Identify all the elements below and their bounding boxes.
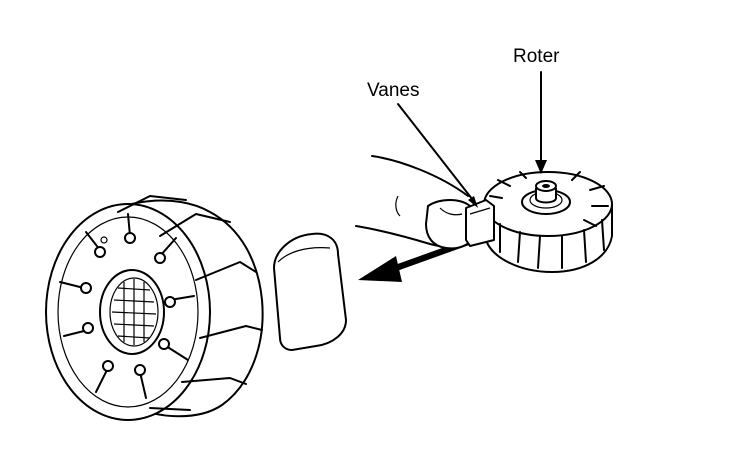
leader-vanes bbox=[397, 103, 478, 208]
label-vanes: Vanes bbox=[367, 80, 420, 101]
vane-blade bbox=[273, 232, 347, 351]
leader-roter bbox=[535, 71, 547, 174]
small-rotor bbox=[465, 171, 613, 273]
hand-fingers bbox=[355, 155, 477, 250]
label-roter: Roter bbox=[513, 46, 560, 67]
large-rotor bbox=[45, 195, 264, 421]
